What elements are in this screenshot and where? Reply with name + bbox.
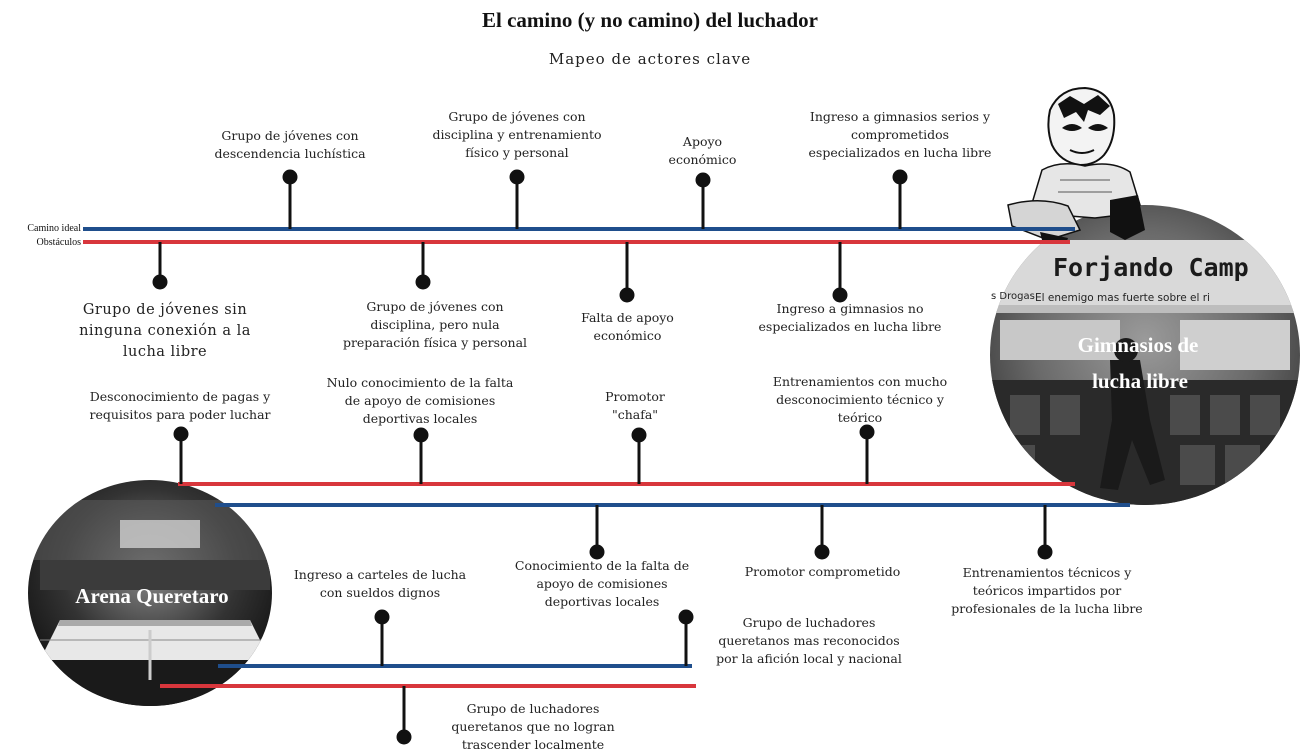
gym-photo: Gimnasios de lucha libre Forjando Camp E…: [990, 205, 1300, 505]
row2-ideal-label: Conocimiento de la falta de apoyo de com…: [514, 558, 690, 609]
row1-ideal-label: Apoyo económico: [668, 134, 737, 167]
marker-dot: [1037, 544, 1053, 560]
row1-obstacle-label: Grupo de jóvenes con disciplina, pero nu…: [342, 299, 528, 350]
marker-dot: [619, 287, 635, 303]
row2-obstacle-label: Desconocimiento de pagas y requisitos pa…: [89, 389, 271, 422]
gym-banner-left: s Drogas: [991, 291, 1035, 302]
row1-obstacle-label: Grupo de jóvenes sin ninguna conexión a …: [79, 302, 251, 360]
marker-dot: [282, 169, 298, 185]
legend-ideal: Camino ideal: [27, 223, 81, 234]
arena-photo: Arena Queretaro: [28, 480, 272, 706]
marker-dot: [413, 427, 429, 443]
marker-dot: [415, 274, 431, 290]
row2-obstacle-label: Entrenamientos con mucho desconocimiento…: [772, 374, 948, 425]
gym-sign-text: Forjando Camp: [1053, 253, 1249, 282]
row1-ideal-label: Grupo de jóvenes con descendencia luchís…: [214, 128, 366, 161]
row1-ideal-label: Grupo de jóvenes con disciplina y entren…: [432, 109, 602, 160]
marker-dot: [814, 544, 830, 560]
page-title: El camino (y no camino) del luchador: [481, 8, 818, 32]
gym-label-1: Gimnasios de: [1078, 333, 1199, 357]
row3-ideal-label: Grupo de luchadores queretanos mas recon…: [716, 615, 902, 666]
row2-ideal-label: Promotor comprometido: [744, 564, 901, 579]
marker-dot: [509, 169, 525, 185]
row1-obstacle-label: Ingreso a gimnasios no especializados en…: [758, 301, 942, 334]
masked-wrestler-icon: [1007, 86, 1145, 244]
marker-dot: [631, 427, 647, 443]
marker-dot: [678, 609, 694, 625]
marker-dot: [892, 169, 908, 185]
row2-ideal-label: Entrenamientos técnicos y teóricos impar…: [951, 565, 1143, 616]
marker-dot: [589, 544, 605, 560]
marker-dot: [695, 172, 711, 188]
page-subtitle: Mapeo de actores clave: [548, 50, 752, 68]
row3-obstacle-label: Grupo de luchadores queretanos que no lo…: [451, 701, 615, 752]
arena-label: Arena Queretaro: [75, 584, 228, 608]
gym-banner-text: El enemigo mas fuerte sobre el ri: [1035, 292, 1210, 304]
row2-obstacle-label: Promotor "chafa": [605, 389, 665, 422]
marker-dot: [396, 729, 412, 745]
marker-dot: [152, 274, 168, 290]
row1-obstacle-label: Falta de apoyo económico: [581, 310, 674, 343]
gym-label-2: lucha libre: [1092, 369, 1188, 393]
legend-obstacles: Obstáculos: [36, 237, 81, 248]
marker-dot: [374, 609, 390, 625]
marker-dot: [859, 424, 875, 440]
row2-obstacle-label: Nulo conocimiento de la falta de apoyo d…: [326, 375, 514, 426]
marker-dot: [832, 287, 848, 303]
row1-ideal-label: Ingreso a gimnasios serios y comprometid…: [808, 109, 992, 160]
row3-ideal-label: Ingreso a carteles de lucha con sueldos …: [293, 567, 467, 600]
marker-dot: [173, 426, 189, 442]
